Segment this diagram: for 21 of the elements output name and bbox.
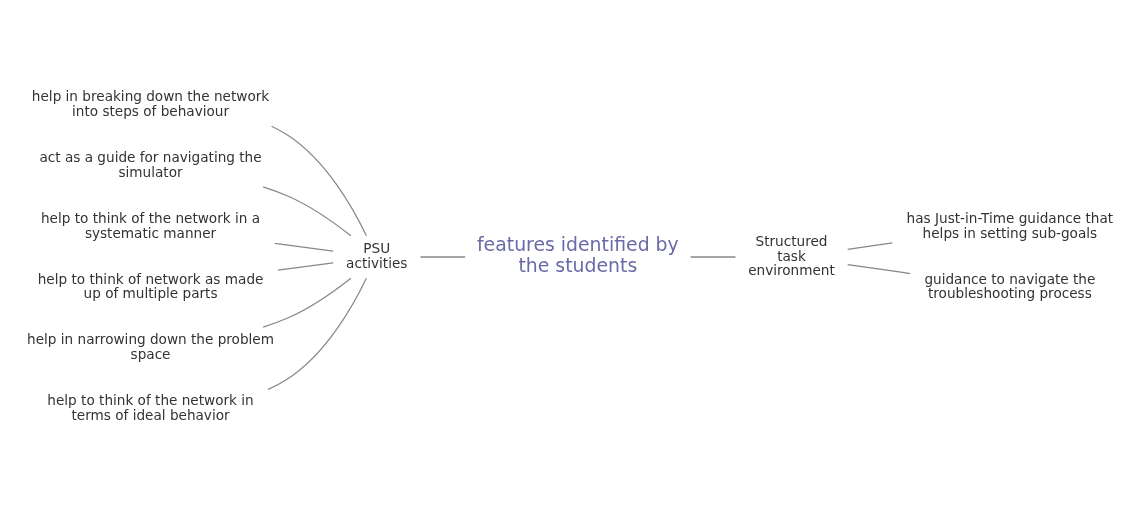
node-text: help to think of network as made up of multiple parts (37, 270, 264, 301)
connector (847, 241, 893, 250)
node-text: help in breaking down the network into steps of behaviour (31, 87, 270, 119)
node-text: has Just-in-Time guidance that helps in setting sub-goals (906, 209, 1114, 241)
node-text: help in narrowing down the problem space (27, 330, 275, 362)
connector (847, 263, 911, 274)
node-text: help to think of the network in a systematic manner (40, 209, 261, 241)
connector (262, 277, 352, 328)
connector (262, 185, 352, 236)
connector (277, 261, 334, 271)
connector (267, 277, 368, 390)
connector (270, 125, 368, 236)
node-text: features identified by the students (476, 233, 679, 276)
node-text: act as a guide for navigating the simulator (39, 148, 262, 180)
node-text: help to think of the network in terms of ideal behavior (47, 391, 254, 423)
node-text: Structured task environment (748, 232, 835, 278)
connector (274, 242, 334, 252)
node-text: guidance to navigate the troubleshooting process (924, 270, 1096, 301)
connector (689, 255, 737, 258)
connector (419, 255, 466, 258)
node-text: PSU activities (346, 239, 408, 271)
